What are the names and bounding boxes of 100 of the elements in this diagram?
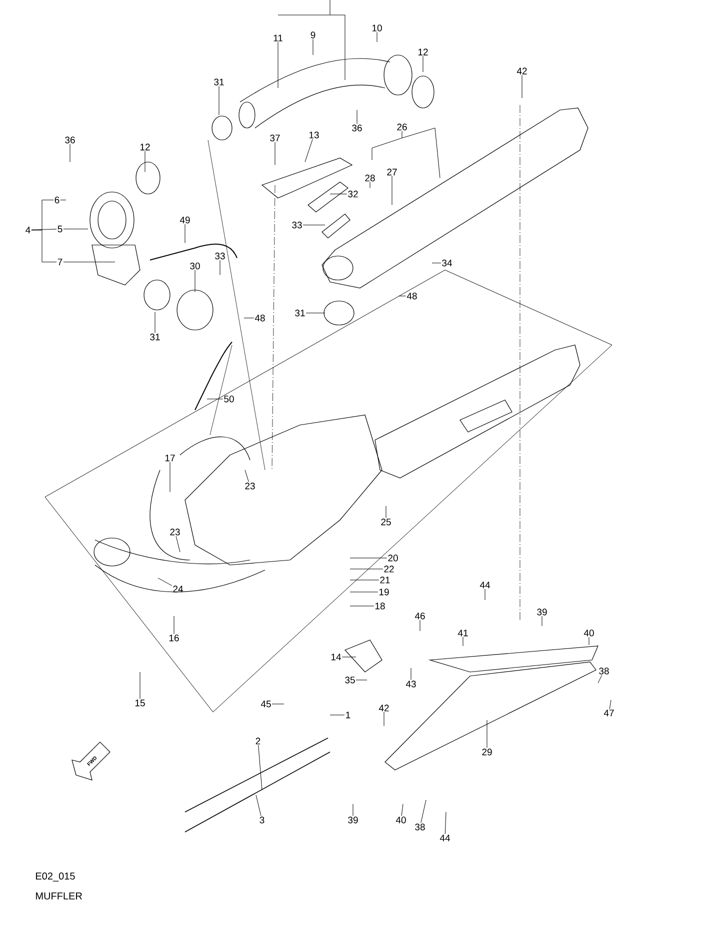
leader-line xyxy=(312,38,314,56)
callout-number: 23 xyxy=(170,528,180,536)
callout-number: 40 xyxy=(396,816,406,824)
callout-number: 49 xyxy=(180,216,190,224)
callout-number: 26 xyxy=(397,124,407,130)
leader-line xyxy=(598,674,602,684)
callout-number: 20 xyxy=(388,554,398,562)
callout-number: 31 xyxy=(214,78,224,86)
leader-line xyxy=(486,720,488,748)
leader-line xyxy=(63,228,88,230)
callout-number: 42 xyxy=(516,68,527,74)
callout-number: 15 xyxy=(135,700,145,706)
callout-number: 37 xyxy=(270,134,280,142)
callout-number: 10 xyxy=(372,24,382,32)
leader-line xyxy=(356,110,358,124)
callout-number: 23 xyxy=(245,482,255,490)
callout-number: 12 xyxy=(140,144,150,150)
callout-number: 6 xyxy=(54,196,60,204)
leader-line xyxy=(244,470,249,482)
leader-line xyxy=(376,32,378,42)
callout-number: 2 xyxy=(256,738,260,744)
leader-line xyxy=(352,804,354,816)
callout-number: 22 xyxy=(384,566,394,572)
callout-number: 31 xyxy=(150,334,160,340)
callout-number: 21 xyxy=(380,576,390,584)
leader-line xyxy=(194,270,196,292)
callout-number: 33 xyxy=(215,252,225,260)
leader-line xyxy=(304,138,313,162)
callout-number: 17 xyxy=(165,454,175,462)
callout-number: 27 xyxy=(387,168,397,176)
leader-line xyxy=(218,86,220,116)
callout-number: 43 xyxy=(406,680,416,688)
leader-line xyxy=(274,142,276,166)
callout-number: 33 xyxy=(292,222,302,228)
leader-line xyxy=(432,262,442,264)
callout-number: 3 xyxy=(260,816,264,824)
callout-number: 18 xyxy=(375,602,385,610)
callout-number: 41 xyxy=(458,630,468,636)
callout-number: 44 xyxy=(440,834,450,842)
callout-number: 36 xyxy=(352,124,362,132)
leader-line xyxy=(206,398,224,400)
callout-number: 30 xyxy=(190,262,200,270)
callout-number: 39 xyxy=(537,608,547,616)
callout-number: 45 xyxy=(260,700,271,708)
leader-line xyxy=(420,800,426,824)
callout-number: 42 xyxy=(378,704,389,712)
leader-line xyxy=(158,578,172,586)
leader-line xyxy=(444,812,446,834)
leader-line xyxy=(410,668,412,680)
callout-number: 4 xyxy=(26,226,30,234)
callout-number: 40 xyxy=(584,630,594,636)
callout-number: 46 xyxy=(414,612,425,620)
callout-number: 31 xyxy=(295,310,305,316)
leader-line xyxy=(184,224,186,244)
callout-number: 1 xyxy=(346,712,350,718)
leader-line xyxy=(330,714,345,716)
leader-line xyxy=(372,128,440,178)
drawing-code: E02_015 xyxy=(36,872,75,882)
callout-number: 19 xyxy=(379,588,389,596)
callout-number: 16 xyxy=(169,634,179,642)
leader-line xyxy=(154,312,156,334)
callout-number: 29 xyxy=(482,748,492,756)
leader-line xyxy=(484,588,486,600)
leader-line xyxy=(306,312,326,314)
callout-number: 11 xyxy=(274,34,282,42)
callout-number: 24 xyxy=(173,586,183,592)
callout-number: 38 xyxy=(599,668,609,674)
callout-number: 13 xyxy=(309,132,319,138)
leader-line xyxy=(31,230,57,262)
callout-number: 12 xyxy=(418,48,428,56)
leader-line xyxy=(462,636,464,646)
leader-line xyxy=(144,150,146,172)
callout-number: 38 xyxy=(415,824,425,830)
callout-number: 48 xyxy=(406,292,417,300)
leader-line xyxy=(609,700,612,710)
callout-number: 48 xyxy=(254,314,265,322)
callout-number: 47 xyxy=(604,710,614,716)
leader-line xyxy=(422,56,424,72)
callout-number: 5 xyxy=(58,226,62,232)
callout-number: 35 xyxy=(345,676,355,684)
leader-line xyxy=(588,636,590,646)
leader-line xyxy=(342,656,356,658)
callout-number: 14 xyxy=(331,654,341,660)
callout-number: 34 xyxy=(442,260,452,266)
callout-number: 39 xyxy=(348,816,358,824)
drawing-title: MUFFLER xyxy=(36,892,82,900)
callout-number: 36 xyxy=(65,136,75,144)
leader-line xyxy=(350,568,384,570)
leader-line xyxy=(302,224,326,226)
leader-line xyxy=(258,744,262,790)
leader-line xyxy=(401,804,404,816)
callout-number: 50 xyxy=(224,396,234,402)
callout-number: 32 xyxy=(348,190,358,198)
callout-number: 28 xyxy=(365,174,375,182)
callout-number: 9 xyxy=(310,32,316,38)
callout-number: 25 xyxy=(381,518,391,526)
callout-number: 7 xyxy=(58,258,62,266)
leader-line xyxy=(176,536,180,552)
leader-line xyxy=(256,794,262,816)
callout-number: 44 xyxy=(480,582,490,588)
